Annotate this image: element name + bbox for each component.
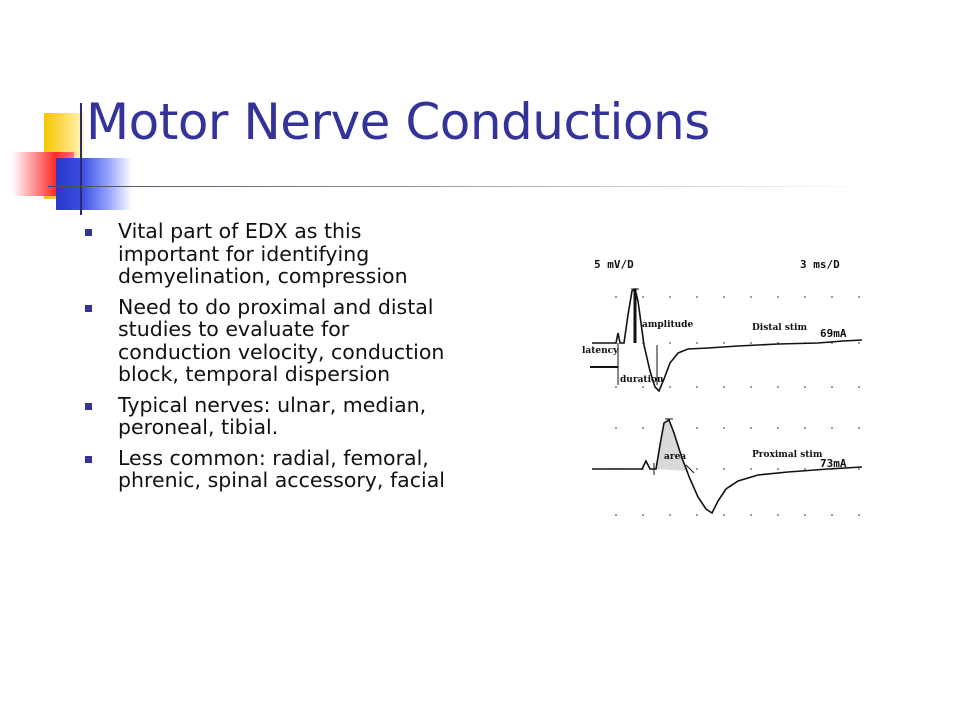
grid-dot [750,514,752,516]
duration-label: duration [620,375,664,385]
area-label: area [664,452,686,462]
bullet-text: Need to do proximal and distal studies t… [118,294,445,386]
grid-dot [750,427,752,429]
grid-dot [642,427,644,429]
grid-dot [723,342,725,344]
square-bullet-icon [85,229,92,236]
grid-dot [777,386,779,388]
square-bullet-icon [85,402,92,410]
grid-dot [804,386,806,388]
corner-decoration-vertical-line [80,103,82,215]
grid-dot [750,386,752,388]
grid-dot [831,514,833,516]
bullet-item: Need to do proximal and distal studies t… [82,294,462,386]
grid-dot [858,386,860,388]
distal-trace-group: amplitude latency duration Distal stim 6… [582,287,863,393]
grid-dot [669,514,671,516]
grid-dot [696,296,698,298]
grid-dot [669,296,671,298]
grid-dot [804,468,806,470]
grid-dot [777,296,779,298]
distal-stim-label: Distal stim [752,323,807,333]
grid-dot [696,386,698,388]
bullet-item: Typical nerves: ulnar, median, peroneal,… [82,392,462,439]
area-fill [656,420,688,471]
grid-dot [696,514,698,516]
grid-dot [804,514,806,516]
grid-dot [615,386,617,388]
grid-dot [831,427,833,429]
grid-dot [615,514,617,516]
grid-dot [642,386,644,388]
grid-dot [858,514,860,516]
latency-label: latency [582,346,619,356]
grid-dot [858,427,860,429]
distal-current-label: 69mA [820,327,847,340]
title-underline [48,186,868,187]
grid-dot [858,468,860,470]
bullet-item: Vital part of EDX as this important for … [82,220,462,288]
proximal-end-tick [685,464,695,474]
proximal-trace-group: area Proximal stim 73mA [592,418,863,515]
grid-dot [750,342,752,344]
proximal-current-label: 73mA [820,457,847,470]
grid-dot [696,468,698,470]
grid-dot [615,296,617,298]
slide-title: Motor Nerve Conductions [86,93,710,151]
grid-dot [642,296,644,298]
proximal-stim-label: Proximal stim [752,450,823,460]
grid-dot [858,296,860,298]
grid-dot [858,342,860,344]
bullet-text: Less common: radial, femoral, phrenic, s… [118,445,445,492]
waveform-diagram: 5 mV/D 3 ms/D amplitude latency duration… [582,258,863,516]
grid-dot [777,427,779,429]
bullet-list: Vital part of EDX as this important for … [82,220,462,500]
grid-dot [669,386,671,388]
grid-dot [723,514,725,516]
grid-dot [804,427,806,429]
cmap-waveform-figure: 5 mV/D 3 ms/D amplitude latency duration… [578,253,868,525]
grid-dot [723,386,725,388]
grid-dot [750,468,752,470]
grid-dot [777,514,779,516]
grid-dot [615,427,617,429]
distal-trace [592,287,863,393]
grid-dot [723,296,725,298]
grid-dot [696,342,698,344]
square-bullet-icon [85,304,92,312]
grid-dot [804,296,806,298]
grid-dot [750,296,752,298]
grid-dot [723,468,725,470]
grid-dot [696,427,698,429]
proximal-trace [592,418,863,515]
corner-decoration-blue [56,158,132,210]
grid-dot [777,468,779,470]
grid-dot [831,296,833,298]
grid-dot [831,386,833,388]
bullet-item: Less common: radial, femoral, phrenic, s… [82,445,462,492]
grid-dot [723,427,725,429]
square-bullet-icon [85,455,92,463]
grid-dot [642,514,644,516]
bullet-text: Typical nerves: ulnar, median, peroneal,… [118,392,427,439]
sweep-label: 3 ms/D [800,258,840,271]
bullet-text: Vital part of EDX as this important for … [118,219,408,288]
gain-label: 5 mV/D [594,258,634,271]
amplitude-label: amplitude [642,320,693,330]
grid-dot [669,342,671,344]
